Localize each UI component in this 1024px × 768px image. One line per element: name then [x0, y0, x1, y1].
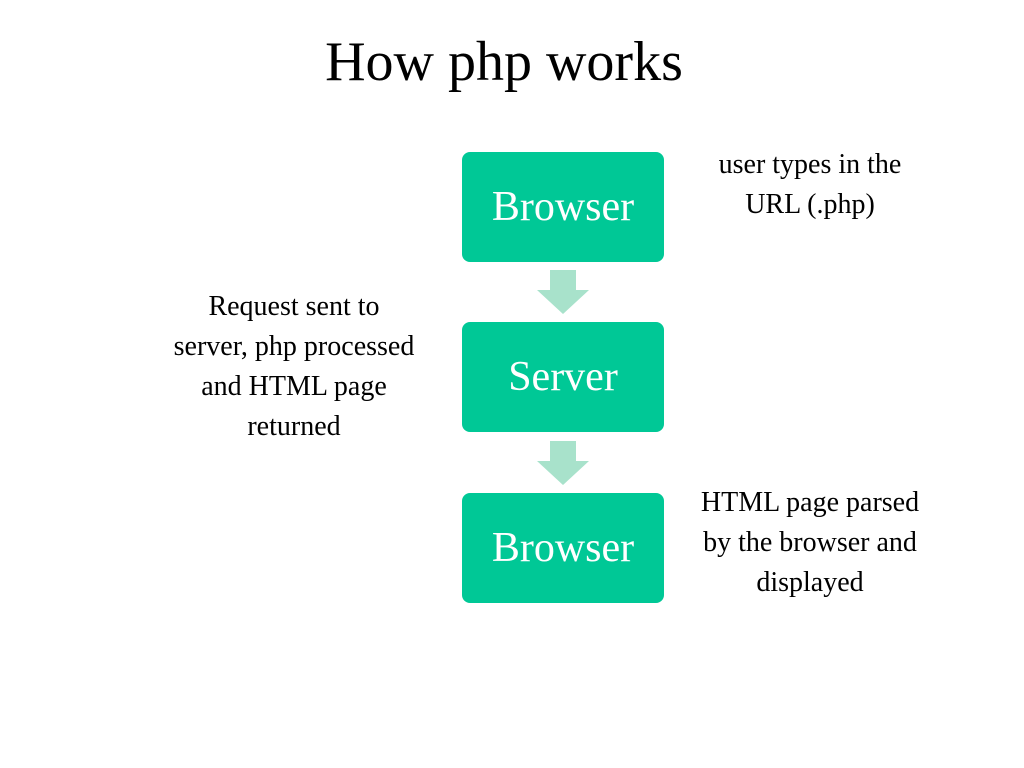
- note-page-parsed: HTML page parsed by the browser and disp…: [700, 487, 920, 598]
- note-user-types-url: user types in the URL (.php): [718, 149, 902, 220]
- slide-title: How php works: [325, 31, 683, 93]
- down-arrow-icon: [537, 270, 589, 314]
- flow-step-server: Server: [462, 322, 664, 432]
- flow-step-browser-start: Browser: [462, 152, 664, 262]
- flow-step-browser-end: Browser: [462, 493, 664, 603]
- arrow-shape: [537, 270, 589, 314]
- arrow-shape: [537, 441, 589, 485]
- note-request-sent: Request sent to server, php processed an…: [173, 291, 415, 442]
- down-arrow-icon: [537, 441, 589, 485]
